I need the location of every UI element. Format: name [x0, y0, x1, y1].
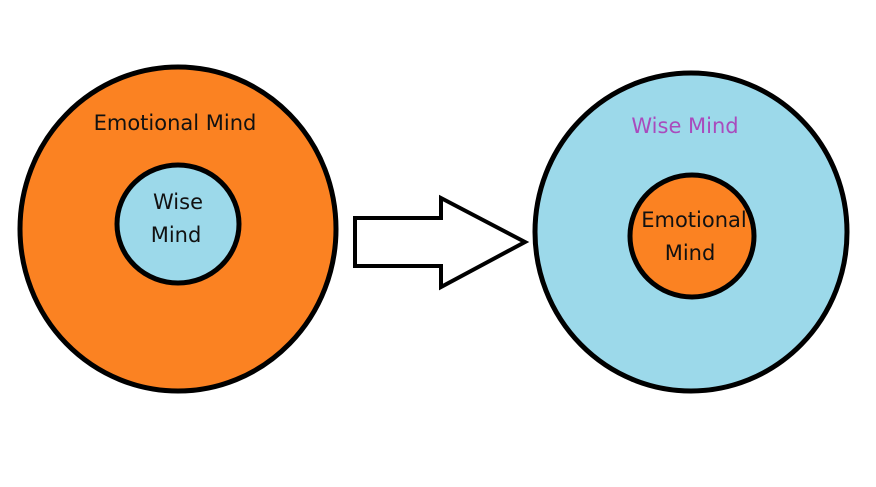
right-arrow-icon: [353, 194, 530, 291]
right-inner-circle: [627, 172, 757, 300]
right-diagram: Wise Mind Emotional Mind: [532, 70, 850, 394]
right-inner-label-line1: Emotional: [641, 208, 747, 232]
arrow-shape: [353, 194, 530, 291]
left-inner-circle: [114, 162, 242, 286]
right-outer-label: Wise Mind: [631, 114, 738, 138]
left-outer-label: Emotional Mind: [94, 111, 257, 135]
left-inner-label-line2: Mind: [151, 223, 202, 247]
left-diagram: Emotional Mind Wise Mind: [17, 64, 339, 394]
left-inner-label-line1: Wise: [153, 190, 203, 214]
right-inner-label-line2: Mind: [665, 241, 716, 265]
